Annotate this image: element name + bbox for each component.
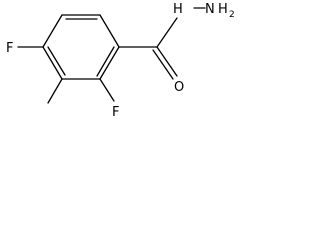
fluorine-top-label: F	[6, 41, 13, 56]
amide-nitrogen-bond	[156, 17, 178, 48]
chemical-structure: F F O H N H 2	[6, 2, 235, 120]
nh2-subscript: 2	[229, 10, 235, 20]
carbonyl-double-bond-a	[156, 46, 178, 77]
carbonyl-double-bond-b	[152, 49, 174, 80]
fluorine-bottom-bond	[99, 78, 115, 102]
ring-bond-upper-right	[99, 14, 120, 48]
oxygen-label: O	[174, 80, 184, 95]
methyl-bond	[47, 78, 63, 104]
ring-bond-lower-left-inner	[47, 46, 66, 76]
ring-bond-lower-left	[42, 46, 63, 80]
benzene-ring	[42, 14, 120, 80]
ring-bond-lower-right-inner	[96, 46, 115, 77]
nh2-h-label: H	[218, 2, 228, 17]
molecule-canvas: F F O H N H 2	[0, 0, 250, 121]
ring-bond-lower-right	[99, 46, 120, 80]
nh2-n-label: N	[205, 2, 215, 17]
ring-bond-upper-left	[42, 14, 63, 48]
fluorine-bottom-label: F	[112, 105, 119, 120]
hydrazide-h-label: H	[173, 2, 183, 17]
